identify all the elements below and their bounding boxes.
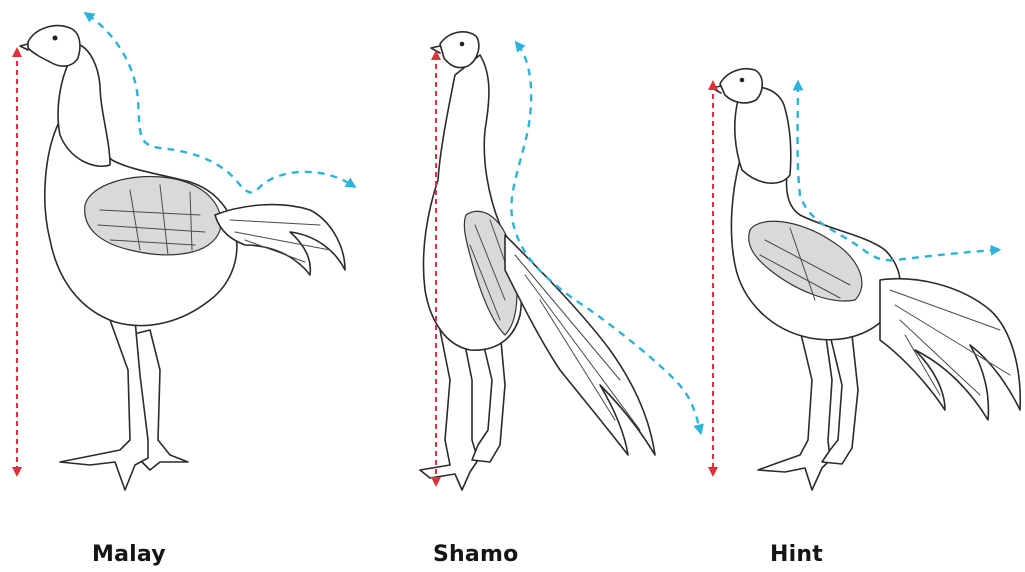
shamo-label: Shamo <box>433 542 518 567</box>
shamo-head <box>440 32 479 68</box>
shamo-tail <box>505 235 655 455</box>
hint-tail <box>880 279 1020 420</box>
hint-leg-front <box>758 330 832 490</box>
malay-leg-front <box>60 320 148 490</box>
malay-figure <box>20 26 345 490</box>
hint-head <box>720 69 762 103</box>
shamo-figure <box>420 32 655 490</box>
hint-label: Hint <box>770 542 823 567</box>
hint-figure <box>712 69 1020 490</box>
shamo-leg-front <box>420 330 478 490</box>
malay-head <box>28 26 80 66</box>
malay-label: Malay <box>92 542 166 567</box>
